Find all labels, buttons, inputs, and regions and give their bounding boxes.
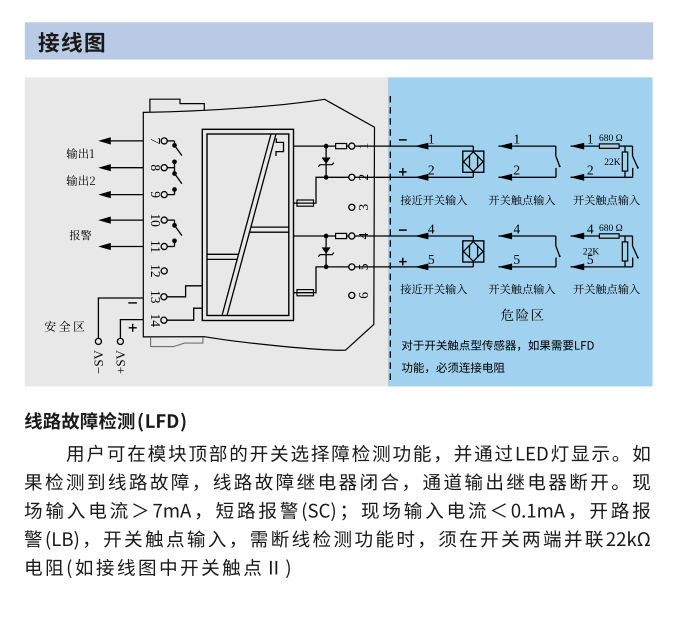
svg-text:22K: 22K — [583, 248, 600, 258]
svg-text:5: 5 — [587, 252, 594, 267]
svg-text:4: 4 — [587, 221, 594, 236]
svg-text:12: 12 — [148, 264, 163, 278]
svg-text:4: 4 — [428, 221, 435, 236]
svg-text:22K: 22K — [604, 158, 621, 168]
svg-text:14: 14 — [148, 313, 163, 327]
svg-text:4: 4 — [513, 221, 520, 236]
svg-text:13: 13 — [148, 290, 163, 304]
svg-text:7: 7 — [148, 138, 163, 145]
svg-text:2: 2 — [587, 163, 594, 178]
svg-text:11: 11 — [148, 240, 163, 253]
svg-text:5: 5 — [513, 252, 520, 267]
svg-text:680 Ω: 680 Ω — [599, 224, 623, 234]
svg-text:5: 5 — [428, 252, 435, 267]
svg-text:+SV: +SV — [113, 349, 128, 374]
svg-text:6: 6 — [356, 292, 371, 299]
svg-text:10: 10 — [148, 213, 163, 227]
svg-text:9: 9 — [148, 191, 163, 198]
svg-text:3: 3 — [356, 204, 371, 211]
svg-text:680 Ω: 680 Ω — [599, 134, 623, 144]
svg-text:2: 2 — [513, 163, 520, 178]
svg-text:1: 1 — [428, 131, 435, 146]
svg-text:−SV: −SV — [91, 349, 106, 374]
svg-text:2: 2 — [428, 163, 435, 178]
svg-text:1: 1 — [513, 131, 520, 146]
svg-text:8: 8 — [148, 164, 163, 171]
svg-text:1: 1 — [587, 131, 594, 146]
